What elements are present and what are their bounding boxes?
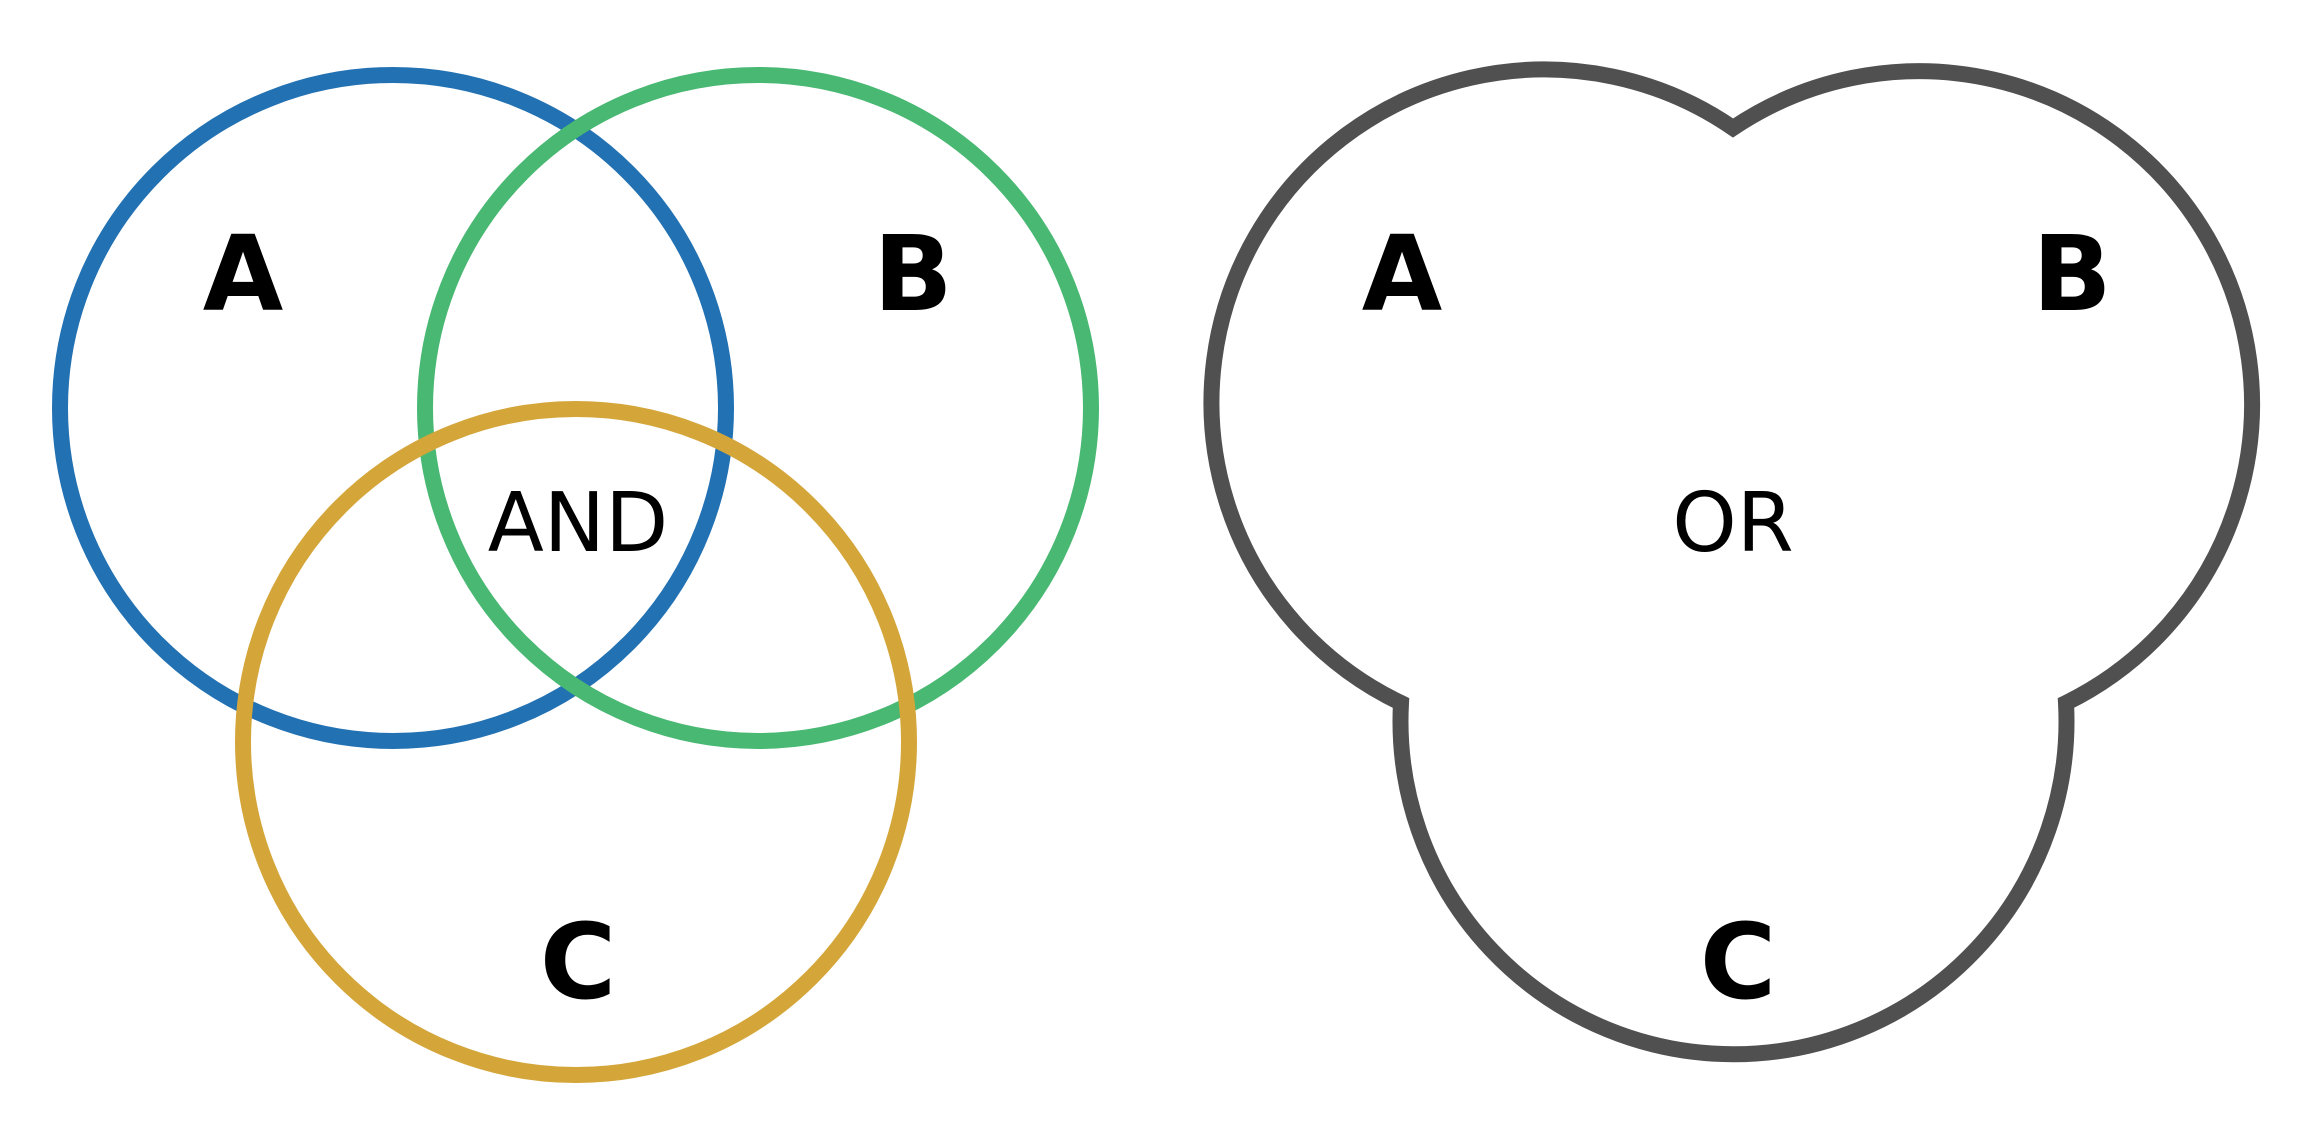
and-operator-label: AND [488, 476, 669, 571]
union-set-a-label: A [1362, 213, 1443, 335]
set-a-label: A [203, 213, 284, 335]
union-set-b-label: B [2032, 213, 2111, 335]
set-a-circle [52, 67, 734, 749]
intersection-diagram: A B C AND [52, 67, 1099, 1083]
union-outline [1203, 61, 2260, 1063]
or-operator-label: OR [1672, 476, 1794, 571]
set-b-label: B [873, 213, 952, 335]
union-set-c-label: C [1700, 901, 1776, 1023]
set-c-label: C [540, 901, 616, 1023]
set-c-circle [235, 401, 917, 1083]
union-diagram: A B C OR [1203, 61, 2260, 1063]
set-b-circle [417, 67, 1099, 749]
